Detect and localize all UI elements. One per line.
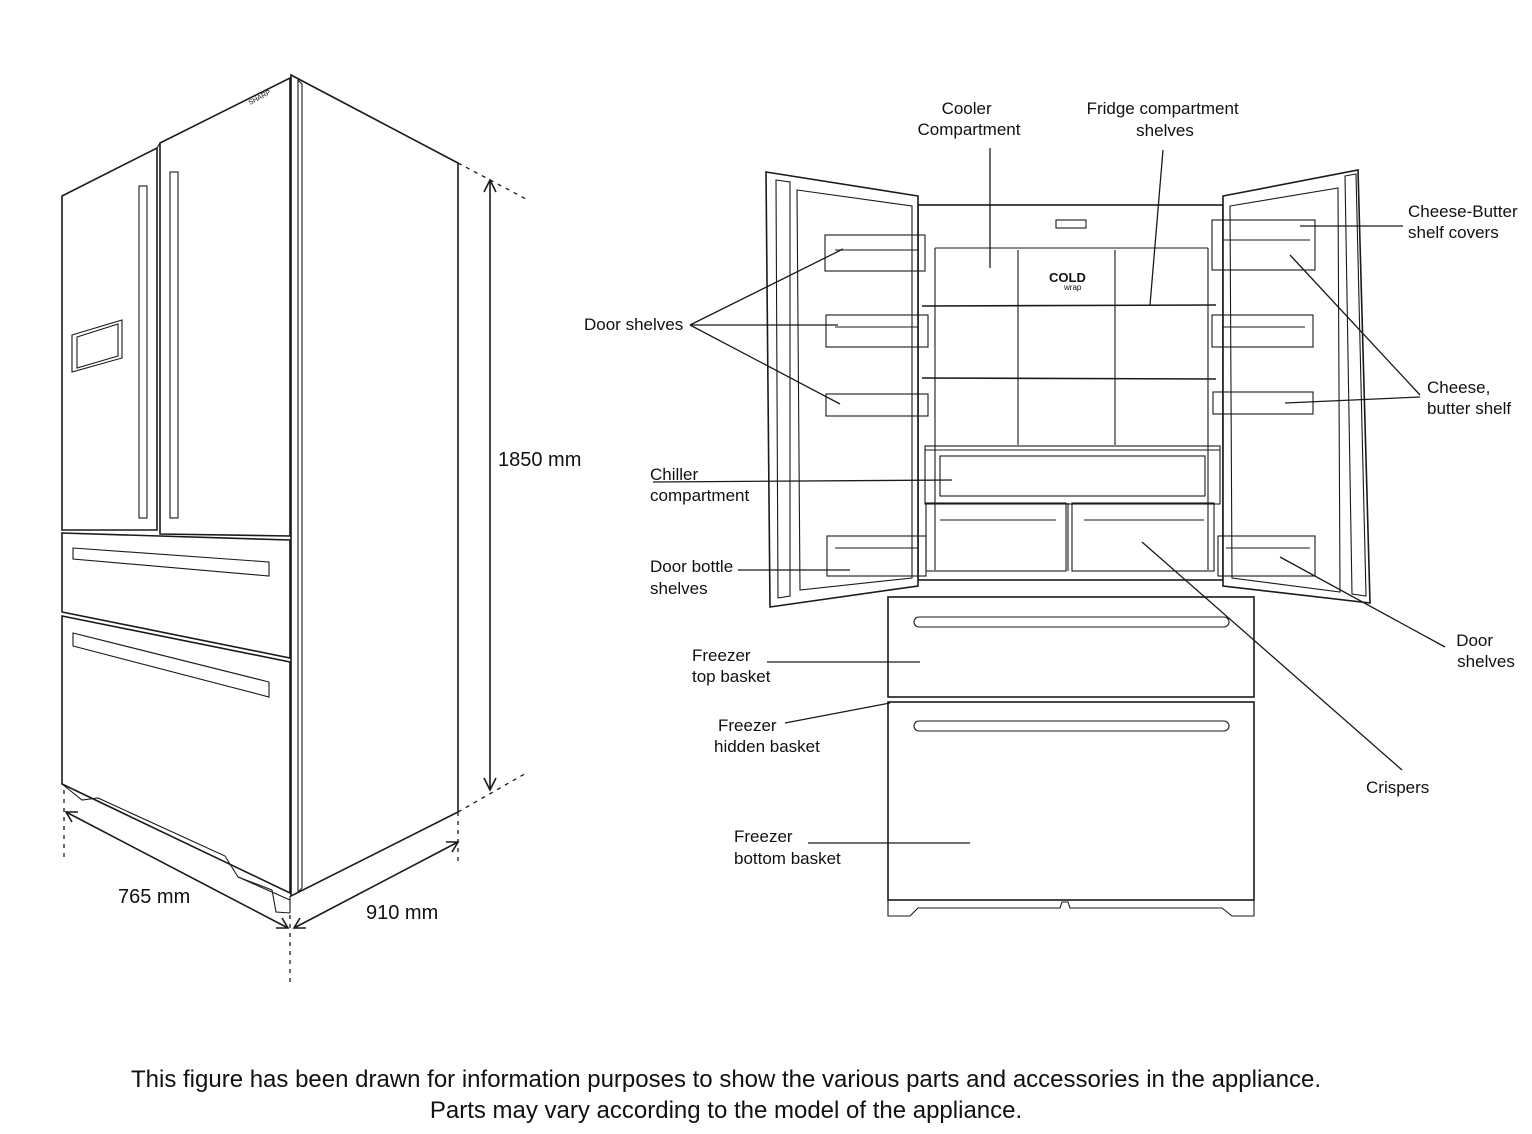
label-freezer-hidden-basket: Freezer hidden basket: [714, 716, 820, 756]
coldwrap-logo: COLD wrap: [1049, 270, 1086, 292]
height-dimension: 1850 mm: [498, 449, 581, 471]
label-freezer-bottom-basket: Freezer bottom basket: [734, 827, 841, 868]
fridge-diagram: SHARP 1850 mm 765 mm 910 mm: [61, 73, 1522, 982]
label-fridge-compartment-shelves: Fridge compartment shelves: [1087, 99, 1244, 140]
depth-dimension: 910 mm: [366, 902, 438, 924]
footnote-line-2: Parts may vary according to the model of…: [429, 1097, 1023, 1124]
footnote-line-1: This figure has been drawn for informati…: [131, 1066, 1321, 1093]
label-cheese-butter-shelf-covers: Cheese-Butter shelf covers: [1408, 202, 1522, 242]
label-crispers: Crispers: [1366, 778, 1429, 797]
label-door-bottle-shelves: Door bottle shelves: [650, 557, 738, 598]
label-cooler-compartment: Cooler Compartment: [918, 99, 1021, 139]
label-door-shelves-right: Door shelves: [1456, 631, 1515, 671]
label-chiller-compartment: Chiller compartment: [650, 465, 749, 505]
footnote: This figure has been drawn for informati…: [0, 1064, 1452, 1126]
label-freezer-top-basket: Freezer top basket: [692, 646, 771, 686]
leader-lines: [652, 148, 1446, 844]
label-cheese-butter-shelf: Cheese, butter shelf: [1427, 378, 1511, 418]
open-fridge-drawing: COLD wrap: [765, 169, 1371, 917]
svg-text:COLD: COLD: [1049, 270, 1086, 285]
closed-fridge-drawing: SHARP: [61, 73, 529, 982]
svg-text:wrap: wrap: [1063, 283, 1082, 292]
width-dimension: 765 mm: [118, 886, 190, 908]
label-door-shelves-left: Door shelves: [584, 315, 683, 334]
